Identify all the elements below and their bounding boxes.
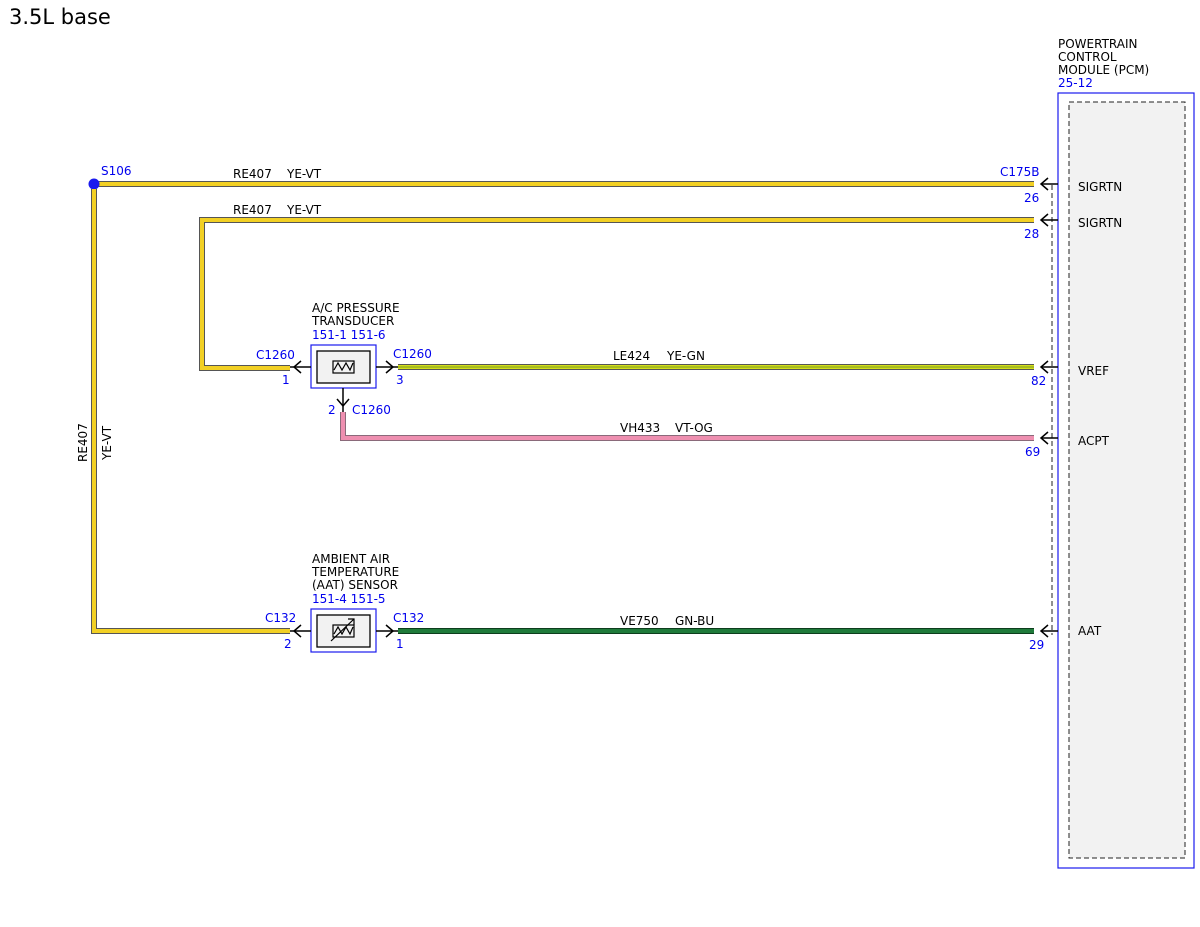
pressure-transducer-icon — [332, 360, 355, 374]
pcm-pin-signal: AAT — [1078, 624, 1102, 638]
wire-circuit-label: LE424 — [613, 349, 650, 363]
wire-circuit-label: RE407 — [233, 167, 272, 181]
connector-arrow-icon — [290, 624, 398, 638]
aat-left-connector[interactable]: C132 — [265, 611, 296, 625]
connector-arrow-icon — [290, 360, 398, 412]
wire-circuit-label: VE750 — [620, 614, 659, 628]
wire-color-label: YE-VT — [286, 203, 322, 217]
pcm-pin-number: 69 — [1025, 445, 1040, 459]
wire-vh433[interactable] — [340, 412, 1034, 441]
ac-right-pin: 3 — [396, 373, 404, 387]
wire-circuit-label: RE407 — [76, 423, 90, 462]
ac-right-connector[interactable]: C1260 — [393, 347, 432, 361]
aat-ref[interactable]: 151-4 151-5 — [312, 592, 386, 606]
ac-left-connector[interactable]: C1260 — [256, 348, 295, 362]
pcm-connector-id[interactable]: C175B — [1000, 165, 1040, 179]
pcm-ref[interactable]: 25-12 — [1058, 76, 1093, 90]
pcm-pin-number: 82 — [1031, 374, 1046, 388]
wire-re407-second[interactable] — [199, 217, 1034, 371]
pcm-pin-signal: SIGRTN — [1078, 180, 1122, 194]
ac-left-pin: 1 — [282, 373, 290, 387]
wire-color-label: VT-OG — [675, 421, 713, 435]
wire-circuit-label: RE407 — [233, 203, 272, 217]
pcm-pin-arrow-icon — [1039, 177, 1058, 638]
wire-color-label: YE-VT — [286, 167, 322, 181]
wire-color-label: GN-BU — [675, 614, 714, 628]
wire-color-label: YE-GN — [666, 349, 705, 363]
splice-s106[interactable] — [88, 178, 100, 190]
aat-name-line3: (AAT) SENSOR — [312, 578, 398, 592]
thermistor-icon — [330, 618, 355, 642]
pcm-title-line1: POWERTRAIN — [1058, 37, 1138, 51]
ac-transducer-ref[interactable]: 151-1 151-6 — [312, 328, 386, 342]
pcm-pin-signal: SIGRTN — [1078, 216, 1122, 230]
pcm-module[interactable] — [1057, 92, 1195, 869]
ac-bottom-connector[interactable]: C1260 — [352, 403, 391, 417]
ac-transducer-name-line1: A/C PRESSURE — [312, 301, 400, 315]
wire-re407-vertical[interactable] — [91, 189, 290, 634]
page-title: 3.5L base — [9, 5, 111, 29]
ac-transducer-name-line2: TRANSDUCER — [311, 314, 394, 328]
ac-bottom-pin: 2 — [328, 403, 336, 417]
pcm-pin-number: 29 — [1029, 638, 1044, 652]
pcm-title-line2: CONTROL — [1058, 50, 1117, 64]
pcm-pin-number: 26 — [1024, 191, 1039, 205]
aat-name-line2: TEMPERATURE — [311, 565, 399, 579]
aat-name-line1: AMBIENT AIR — [312, 552, 390, 566]
pcm-pin-number: 28 — [1024, 227, 1039, 241]
wire-color-label: YE-VT — [100, 425, 114, 461]
pcm-title-line3: MODULE (PCM) — [1058, 63, 1149, 77]
aat-right-pin: 1 — [396, 637, 404, 651]
splice-label[interactable]: S106 — [101, 164, 132, 178]
aat-right-connector[interactable]: C132 — [393, 611, 424, 625]
wire-circuit-label: VH433 — [620, 421, 660, 435]
pcm-pin-signal: VREF — [1078, 364, 1109, 378]
pcm-pin-signal: ACPT — [1078, 434, 1110, 448]
aat-left-pin: 2 — [284, 637, 292, 651]
